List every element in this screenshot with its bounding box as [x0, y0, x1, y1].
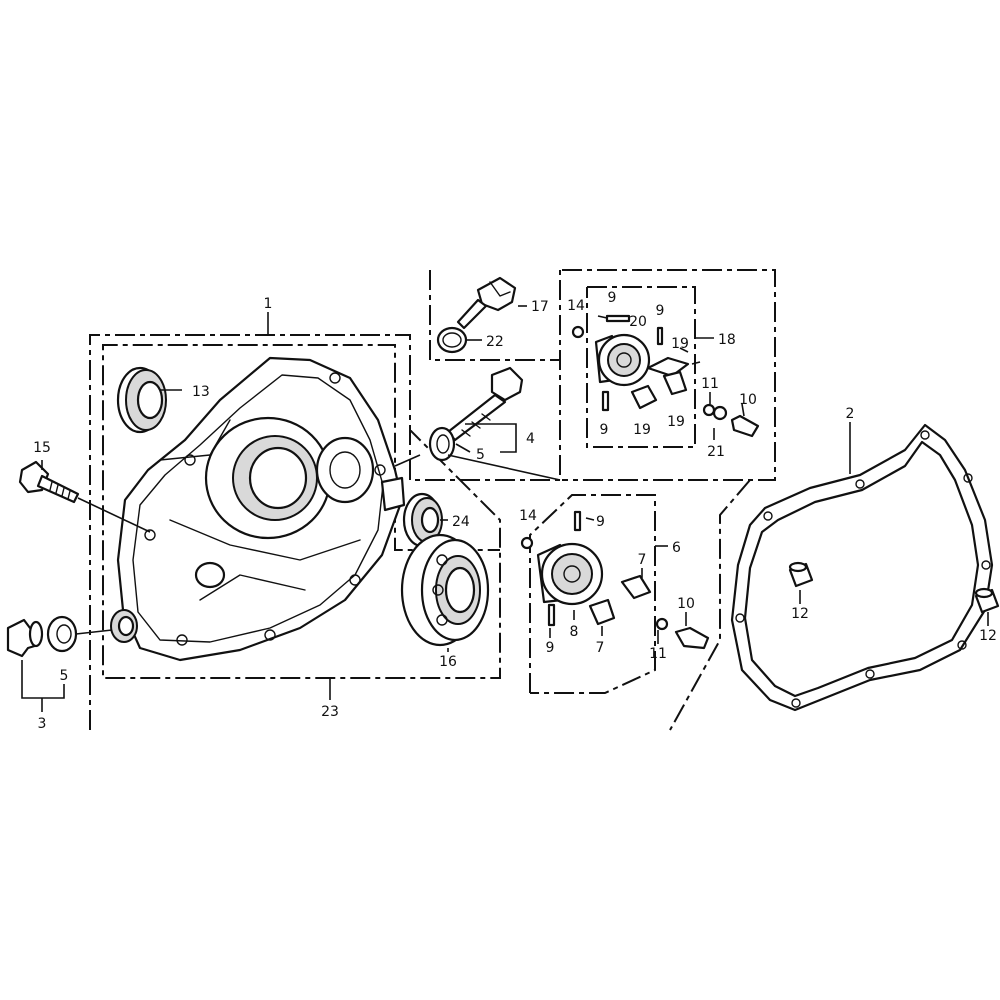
callout-14-lower: 14: [519, 508, 537, 524]
flange-bolt-15: [18, 460, 80, 504]
frame-governor-assy-18: [562, 269, 776, 481]
callout-12-left: 12: [791, 606, 809, 622]
callout-9-gov18-top: 9: [608, 290, 617, 306]
gasket-2: [730, 423, 994, 712]
callout-9-gov18-bottom: 9: [600, 422, 609, 438]
oil-level-gauge-4: [446, 366, 524, 442]
callout-3: 3: [38, 716, 47, 732]
crankcase-cover: [116, 356, 406, 662]
callout-24: 24: [452, 514, 470, 530]
callout-19-mid: 19: [633, 422, 651, 438]
callout-2: 2: [846, 406, 855, 422]
callout-5-upper: 5: [476, 447, 485, 463]
governor-assembly-18: [571, 314, 760, 438]
callout-22: 22: [486, 334, 504, 350]
callout-14-upper: 14: [567, 298, 585, 314]
callout-15: 15: [33, 440, 51, 456]
callout-19-right: 19: [667, 414, 685, 430]
callout-21: 21: [707, 444, 725, 460]
callout-10-lower: 10: [677, 596, 695, 612]
callout-9-gov18-right: 9: [656, 303, 665, 319]
callout-19-top: 19: [671, 336, 689, 352]
oil-seal-small: [110, 609, 138, 643]
callout-7-upper: 7: [638, 552, 647, 568]
callout-8: 8: [570, 624, 579, 640]
dowel-pin-12-left: [788, 561, 814, 588]
callout-11-upper: 11: [701, 376, 719, 392]
oil-seal-13: [116, 366, 167, 434]
o-ring-22: [436, 326, 468, 354]
drain-plug-3: [6, 618, 44, 658]
callout-13: 13: [192, 384, 210, 400]
frame-governor-assy-6: [529, 494, 656, 694]
callout-6: 6: [672, 540, 681, 556]
oil-filler-cap-17: [456, 276, 517, 330]
callout-17: 17: [531, 299, 549, 315]
frame-oil-filler: [429, 270, 560, 361]
callout-1: 1: [264, 296, 273, 312]
o-ring-5-upper: [428, 426, 456, 462]
callout-11-lower: 11: [649, 646, 667, 662]
frame-governor-inner: [586, 286, 696, 448]
frame-crankcase-cover: [89, 334, 501, 730]
callout-16: 16: [439, 654, 457, 670]
callout-9-gov6-top: 9: [596, 514, 605, 530]
washer-5-lower: [46, 615, 78, 653]
bearing-16: [400, 533, 490, 647]
callout-labels: 1 13 15 5 3 24 16 23 4 5 17 22 14 9 20 9…: [33, 290, 997, 732]
callout-7-lower: 7: [596, 640, 605, 656]
dowel-pin-12-right: [974, 587, 1000, 614]
frame-drain-plug: [409, 270, 561, 481]
callout-9-gov6-bottom: 9: [546, 640, 555, 656]
callout-18: 18: [718, 332, 736, 348]
frame-gasket-link: [669, 479, 751, 731]
callout-4: 4: [526, 431, 535, 447]
callout-23: 23: [321, 704, 339, 720]
bearing-24: [402, 492, 443, 548]
callout-12-right: 12: [979, 628, 997, 644]
callout-5-lower: 5: [60, 668, 69, 684]
governor-assembly-6: [520, 510, 710, 650]
leader-lines: [21, 305, 989, 712]
callout-10-upper: 10: [739, 392, 757, 408]
callout-20: 20: [629, 314, 647, 330]
